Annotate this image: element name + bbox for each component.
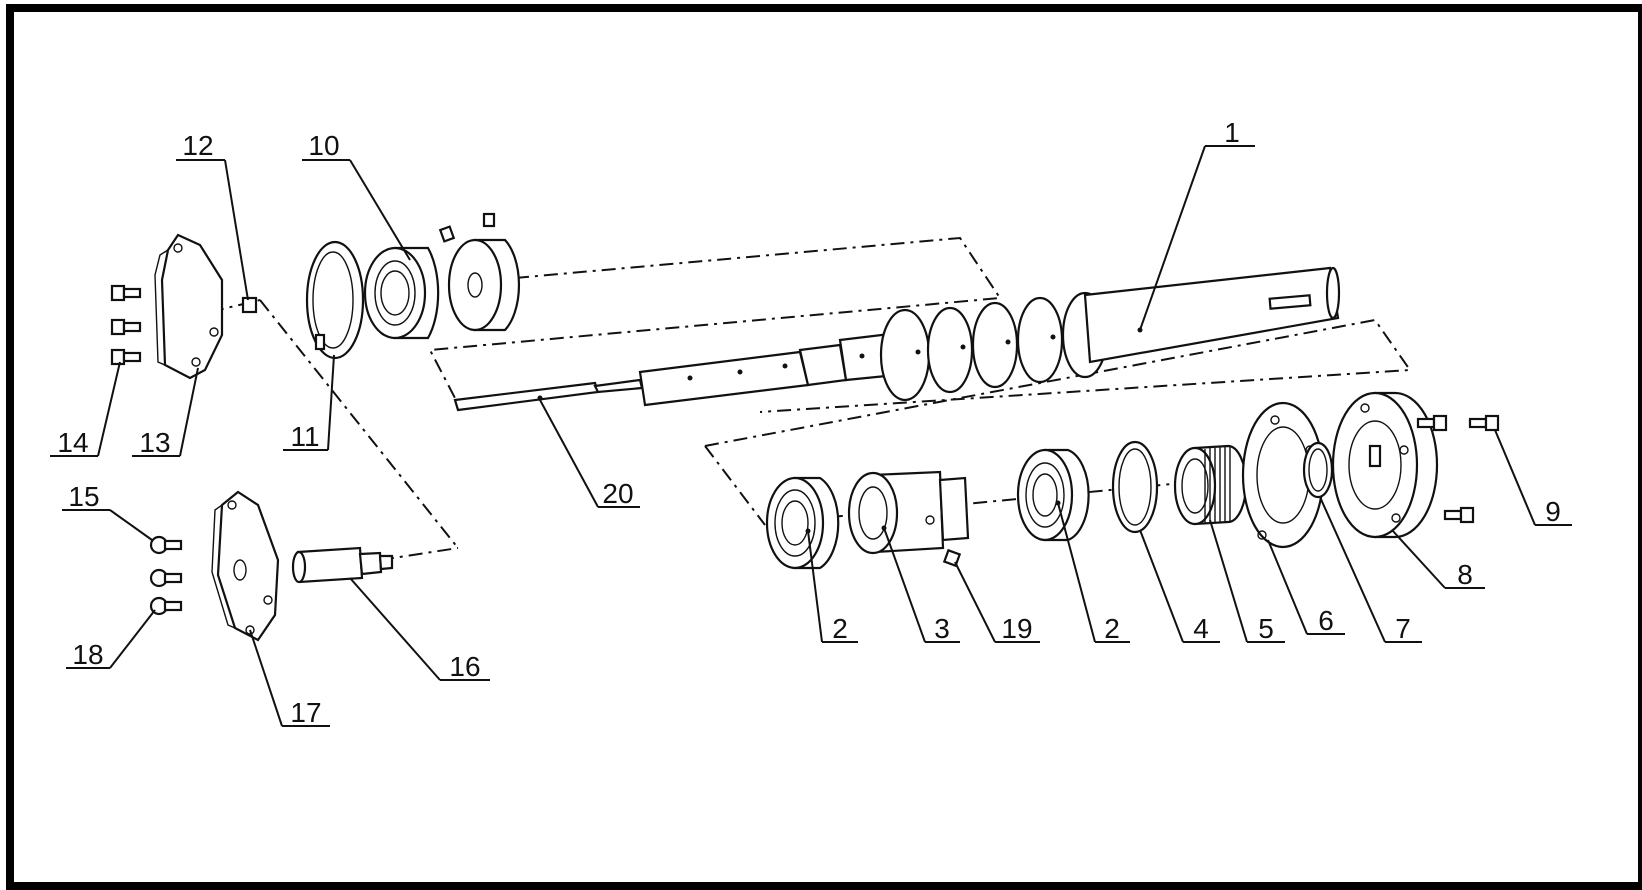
part-15-18-screws [149, 535, 183, 616]
callout-8: 8 [1457, 559, 1473, 590]
part-13-cover-plate [154, 233, 224, 380]
callout-20: 20 [602, 478, 633, 509]
callout-7: 7 [1395, 613, 1411, 644]
callout-3: 3 [934, 613, 950, 644]
callout-17: 17 [290, 697, 321, 728]
part-6-flange-plate [1241, 401, 1325, 549]
callout-12: 12 [182, 130, 213, 161]
callout-16: 16 [449, 651, 480, 682]
callout-10: 10 [308, 130, 339, 161]
callout-18: 18 [72, 639, 103, 670]
callout-19: 19 [1001, 613, 1032, 644]
callout-15: 15 [68, 481, 99, 512]
callout-11: 11 [290, 421, 319, 452]
part-2-bearing-left [765, 476, 840, 570]
part-4-ring [1111, 440, 1159, 534]
part-5-knurled-nut [1173, 444, 1248, 526]
callout-4: 4 [1193, 613, 1209, 644]
cam-disks [879, 291, 1109, 402]
collar [438, 212, 521, 332]
part-2-bearing-right [1016, 448, 1090, 542]
callout-9: 9 [1545, 496, 1561, 527]
part-14-screws [110, 284, 142, 366]
part-3-sleeve [847, 470, 970, 555]
part-12-nut [241, 296, 258, 314]
part-10-bearing [363, 246, 440, 340]
part-8-end-flange [1331, 391, 1439, 539]
callout-labels: 1 12 10 14 13 11 20 15 18 16 17 2 3 19 2… [57, 117, 1560, 728]
part-9-screws [1416, 414, 1500, 524]
leader-lines [50, 145, 1572, 727]
part-16-pin [291, 546, 394, 584]
callout-2-right: 2 [1104, 613, 1120, 644]
part-7-o-ring [1302, 441, 1334, 499]
callout-13: 13 [139, 427, 170, 458]
callout-14: 14 [57, 427, 88, 458]
part-19-set-screw [942, 548, 962, 568]
part-1-spindle [1083, 266, 1341, 364]
callout-1: 1 [1224, 117, 1240, 148]
callout-2-left: 2 [832, 613, 848, 644]
part-17-plate [211, 490, 280, 642]
callout-5: 5 [1258, 613, 1274, 644]
part-20-shaft [453, 332, 898, 412]
callout-6: 6 [1318, 605, 1334, 636]
part-11-ring [305, 240, 365, 360]
